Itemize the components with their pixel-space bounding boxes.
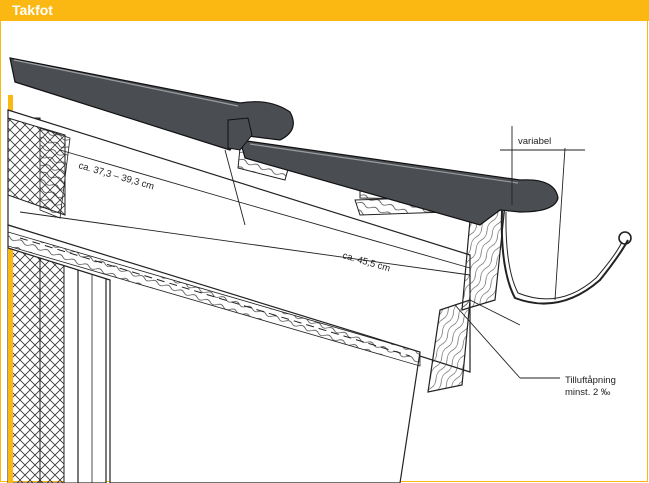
annotation-line1: Tilluftåpning: [565, 375, 616, 386]
wall-strip: [8, 95, 13, 483]
dim-variable: variabel: [518, 136, 551, 147]
page-title: Takfot: [12, 2, 53, 18]
roof-tiles: [9, 57, 559, 226]
header-bar: Takfot: [0, 0, 649, 21]
gutter: [500, 209, 632, 305]
dimension-lines: [19, 126, 585, 379]
annotation-line2: minst. 2 ‰: [565, 387, 611, 398]
soffit: [7, 224, 421, 483]
rafter: [7, 109, 471, 373]
fascia-board: [427, 204, 506, 393]
